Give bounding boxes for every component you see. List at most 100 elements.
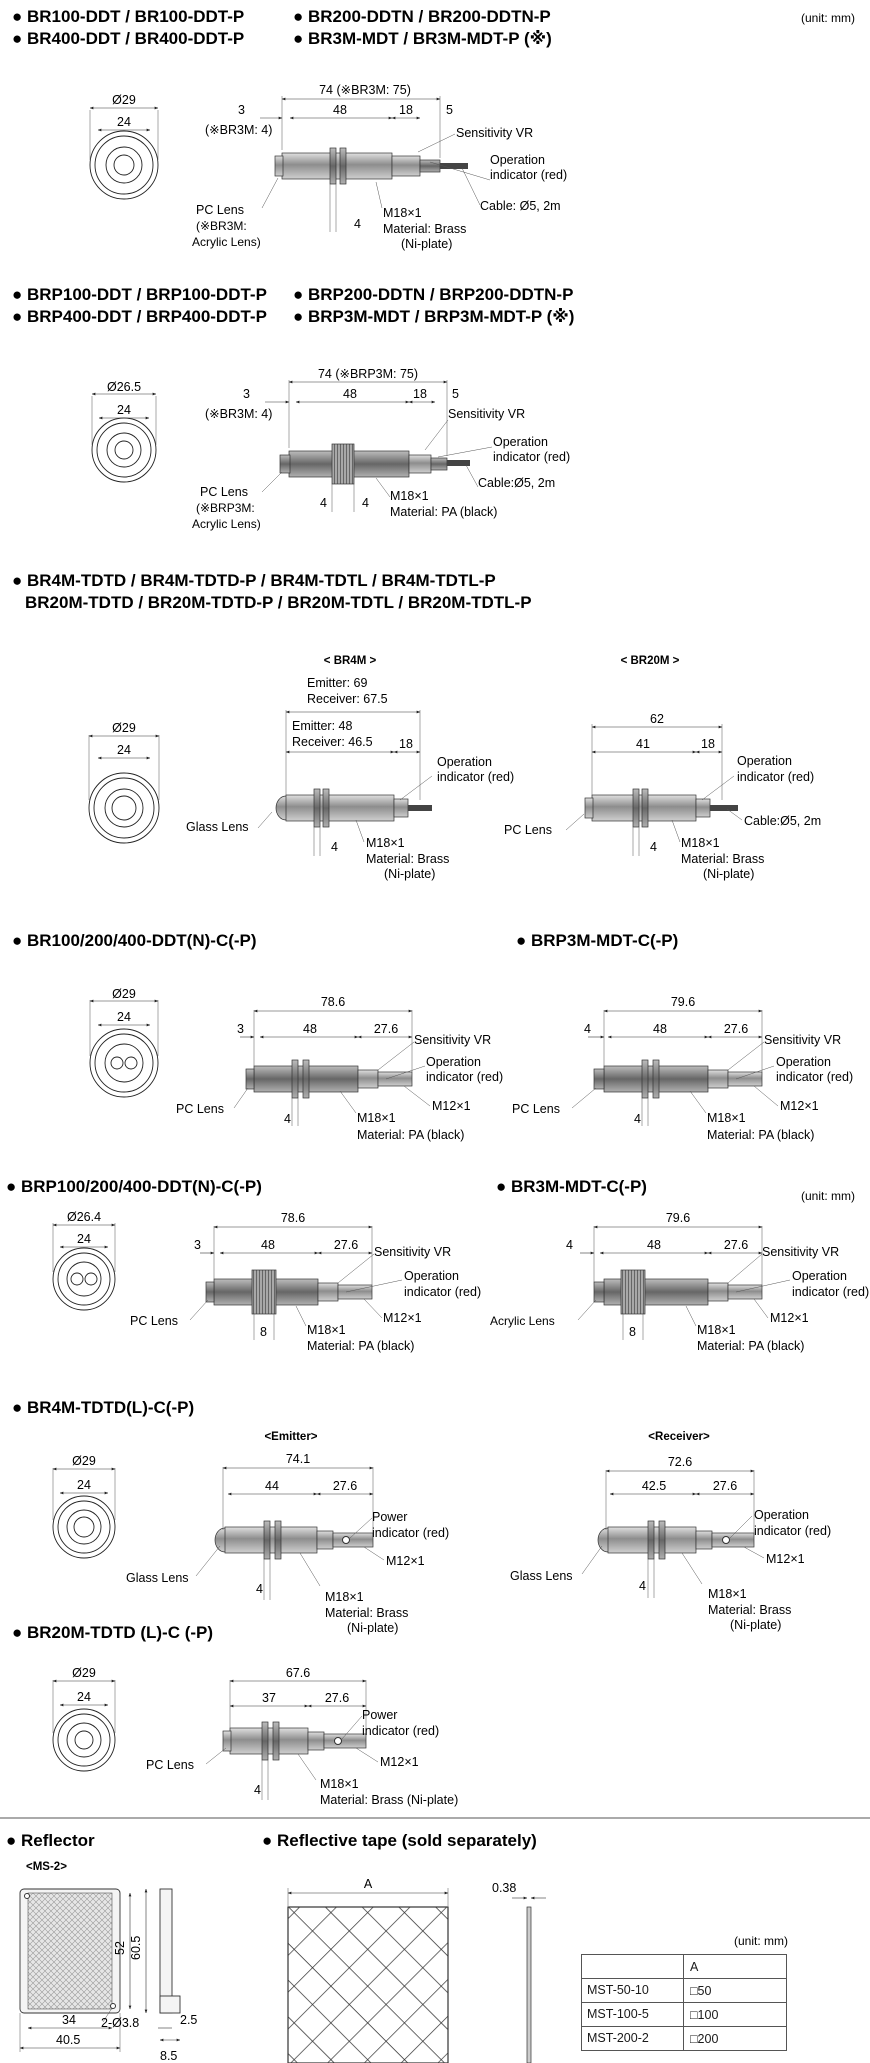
section-br4m-tdtd-c: ● BR4M-TDTD(L)-C(-P) <Emitter> <Receiver… — [12, 1398, 831, 1635]
callout: Acrylic Lens — [490, 1314, 555, 1328]
callout: Cable:Ø5, 2m — [744, 814, 821, 828]
subheading: <Emitter> — [264, 1431, 317, 1443]
heading: ● BR4M-TDTD(L)-C(-P) — [12, 1398, 194, 1417]
callout: M18×1 — [697, 1323, 736, 1337]
callout: Power — [372, 1510, 407, 1524]
dim-label: Ø29 — [112, 93, 136, 107]
dim-label: 48 — [343, 387, 357, 401]
callout: PC Lens — [196, 203, 244, 217]
table-header-model — [582, 1955, 684, 1978]
section-br20m-tdtd-c: ● BR20M-TDTD (L)-C (-P) Ø29 24 67.6 37 2… — [12, 1623, 458, 1807]
callout: M18×1 — [366, 836, 405, 850]
subheading: <MS-2> — [26, 1861, 67, 1873]
callout: PC Lens — [146, 1758, 194, 1772]
callout: (Ni-plate) — [401, 237, 452, 251]
table-cell-size: □50 — [690, 1983, 712, 1998]
dim-label: 74 (※BR3M: 75) — [319, 83, 411, 97]
callout: (※BRP3M: — [196, 501, 255, 515]
callout: Material: Brass (Ni-plate) — [320, 1793, 458, 1807]
callout: M18×1 — [307, 1323, 346, 1337]
callout: Operation — [754, 1508, 809, 1522]
heading: ● BR3M-MDT / BR3M-MDT-P (※) — [293, 29, 552, 48]
callout: M18×1 — [390, 489, 429, 503]
dim-label: 48 — [333, 103, 347, 117]
table-header-a: A — [690, 1959, 699, 1974]
callout: Material: Brass — [366, 852, 449, 866]
callout: Material: PA (black) — [390, 505, 497, 519]
subheading: < BR20M > — [621, 655, 680, 667]
dim-label: 18 — [399, 103, 413, 117]
callout: M18×1 — [320, 1777, 359, 1791]
callout: indicator (red) — [437, 770, 514, 784]
callout: Cable:Ø5, 2m — [478, 476, 555, 490]
heading: ● BR200-DDTN / BR200-DDTN-P — [293, 7, 551, 26]
heading: ● BRP3M-MDT / BRP3M-MDT-P (※) — [293, 307, 574, 326]
dim-label: 52 — [113, 1941, 127, 1955]
heading: ● BR100-DDT / BR100-DDT-P — [12, 7, 244, 26]
callout: Material: PA (black) — [357, 1128, 464, 1142]
dim-label: 18 — [413, 387, 427, 401]
dim-label: 4 — [584, 1022, 591, 1036]
callout: Cable: Ø5, 2m — [480, 199, 561, 213]
heading: ● Reflective tape (sold separately) — [262, 1831, 537, 1850]
table-cell-size: □100 — [690, 2007, 719, 2022]
section-brp-ddt: ● BRP100-DDT / BRP100-DDT-P ● BRP400-DDT… — [12, 285, 574, 531]
callout: Operation — [490, 153, 545, 167]
callout: Material: Brass — [708, 1603, 791, 1617]
callout: (Ni-plate) — [384, 867, 435, 881]
dim-label: 0.38 — [492, 1881, 516, 1895]
front-view: Ø29 24 — [88, 721, 160, 844]
heading: ● Reflector — [6, 1831, 95, 1850]
dim-label: 27.6 — [713, 1479, 737, 1493]
dim-label: 27.6 — [325, 1691, 349, 1705]
callout: (Ni-plate) — [730, 1618, 781, 1632]
callout: Operation — [737, 754, 792, 768]
callout: Material: Brass — [383, 222, 466, 236]
callout: indicator (red) — [404, 1285, 481, 1299]
dim-label: 3 — [243, 387, 250, 401]
dim-label: 3 — [237, 1022, 244, 1036]
table-row: MST-200-2 □200 — [581, 2027, 787, 2051]
dim-label: 48 — [303, 1022, 317, 1036]
callout: Sensitivity VR — [456, 126, 533, 140]
dim-label: Emitter: 48 — [292, 719, 352, 733]
dim-label: 24 — [77, 1232, 91, 1246]
dim-label: 4 — [331, 840, 338, 854]
heading: ● BRP3M-MDT-C(-P) — [516, 931, 678, 950]
callout: Sensitivity VR — [764, 1033, 841, 1047]
dim-label: 5 — [446, 103, 453, 117]
callout: M18×1 — [708, 1587, 747, 1601]
dim-label: 48 — [261, 1238, 275, 1252]
callout: (※BR3M: — [196, 219, 247, 233]
dim-note: (※BR3M: 4) — [205, 407, 272, 421]
callout: Operation — [404, 1269, 459, 1283]
side-view-b: 79.6 48 27.6 4 4 Sensitivity VR Operatio… — [512, 995, 853, 1142]
dim-label: 41 — [636, 737, 650, 751]
dim-label: 4 — [362, 496, 369, 510]
callout: Power — [362, 1708, 397, 1722]
dim-label: 79.6 — [671, 995, 695, 1009]
callout: PC Lens — [200, 485, 248, 499]
dim-label: Ø29 — [72, 1666, 96, 1680]
callout: Operation — [437, 755, 492, 769]
dim-label: 72.6 — [668, 1455, 692, 1469]
dim-label: 62 — [650, 712, 664, 726]
dim-label: 4 — [639, 1579, 646, 1593]
dim-label: 34 — [62, 2013, 76, 2027]
dim-label: 4 — [320, 496, 327, 510]
callout: M12×1 — [380, 1755, 419, 1769]
section-accessories: ● Reflector ● Reflective tape (sold sepa… — [6, 1831, 788, 2063]
heading: ● BRP100/200/400-DDT(N)-C(-P) — [6, 1177, 262, 1196]
side-view-emitter: 74.1 44 27.6 4 Power indicator (red) M12… — [126, 1452, 449, 1635]
callout: Material: PA (black) — [697, 1339, 804, 1353]
heading: ● BR3M-MDT-C(-P) — [496, 1177, 647, 1196]
dim-label: 24 — [77, 1690, 91, 1704]
callout: PC Lens — [504, 823, 552, 837]
dim-label: 24 — [117, 1010, 131, 1024]
dim-label: 27.6 — [724, 1238, 748, 1252]
callout: M18×1 — [325, 1590, 364, 1604]
side-view-receiver: 72.6 42.5 27.6 4 Operation indicator (re… — [510, 1455, 831, 1632]
dim-label: 2-Ø3.8 — [101, 2016, 139, 2030]
dim-label: 4 — [256, 1582, 263, 1596]
section-br-tdtd: ● BR4M-TDTD / BR4M-TDTD-P / BR4M-TDTL / … — [12, 571, 821, 881]
